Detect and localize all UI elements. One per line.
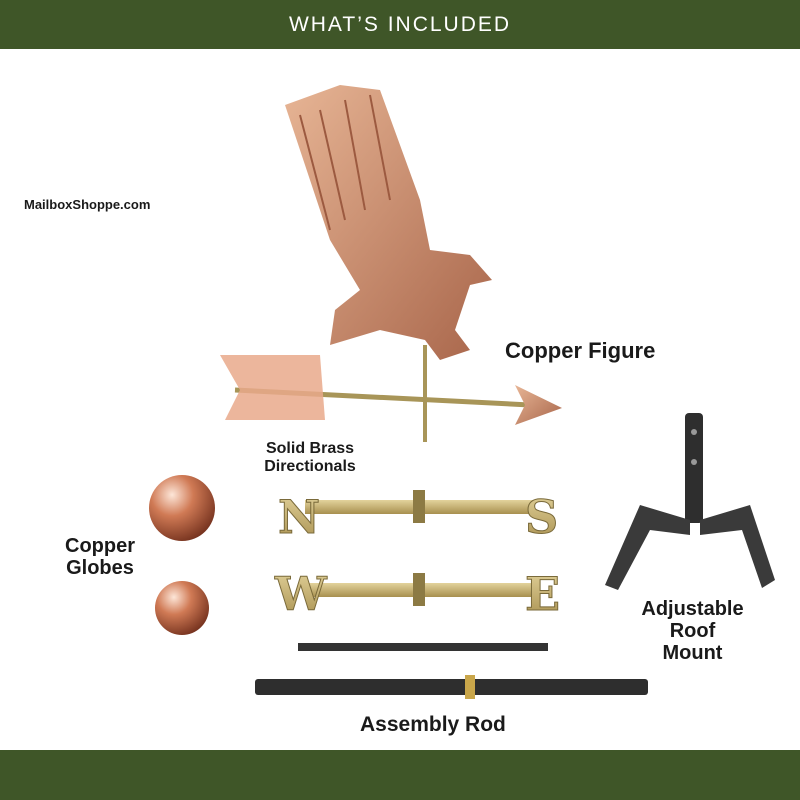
copper-eagle-figure	[285, 85, 492, 360]
assembly-rods	[255, 643, 648, 699]
brass-directionals: N S W E	[274, 490, 561, 622]
direction-n: N	[278, 490, 320, 544]
direction-w: W	[274, 567, 328, 621]
label-roof-mount: Adjustable Roof Mount	[630, 598, 755, 664]
label-line: Copper	[65, 535, 135, 557]
label-line: Directionals	[264, 457, 356, 475]
footer-banner	[0, 750, 800, 800]
label-assembly-rod: Assembly Rod	[360, 713, 506, 736]
label-copper-figure: Copper Figure	[505, 338, 656, 363]
roof-mount	[605, 413, 775, 590]
label-line: Solid Brass	[265, 440, 355, 457]
label-line: Roof	[669, 620, 716, 642]
header-title: WHAT’S INCLUDED	[288, 12, 512, 36]
label-brass-directionals: Solid Brass Directionals	[245, 440, 375, 475]
label-copper-globes: Copper Globes	[55, 535, 145, 579]
watermark: MailboxShoppe.com	[24, 197, 151, 212]
header-banner: WHAT’S INCLUDED	[0, 0, 800, 49]
arrow-pointer	[220, 345, 562, 442]
copper-globes	[149, 475, 215, 635]
label-line: Globes	[66, 557, 134, 579]
label-line: Adjustable	[641, 598, 744, 620]
direction-e: E	[525, 567, 560, 621]
label-line: Mount	[662, 642, 723, 664]
direction-s: S	[525, 490, 558, 544]
